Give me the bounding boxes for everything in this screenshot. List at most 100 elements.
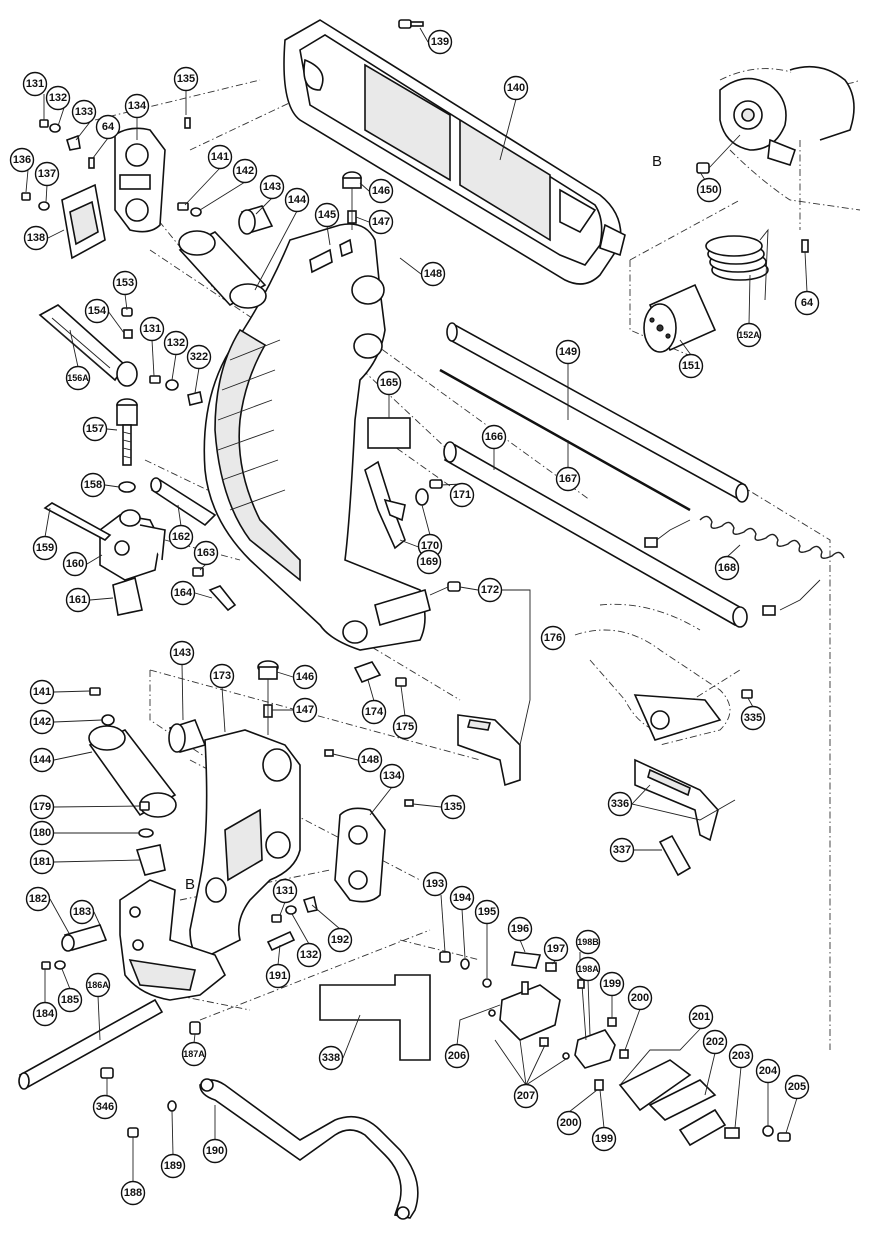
callout-number: 146 bbox=[296, 671, 314, 683]
callout-132: 132 bbox=[296, 942, 322, 968]
callout-191: 191 bbox=[265, 963, 291, 989]
pin-162 bbox=[150, 477, 217, 527]
callout-196: 196 bbox=[507, 916, 533, 942]
callout-135: 135 bbox=[440, 794, 466, 820]
callout-number: 159 bbox=[36, 542, 54, 554]
callout-number: 139 bbox=[431, 36, 449, 48]
callout-205: 205 bbox=[784, 1074, 810, 1100]
callout-number: 144 bbox=[33, 754, 52, 766]
lever-arm-190 bbox=[199, 1078, 419, 1220]
clamp-160 bbox=[99, 509, 166, 581]
base-bracket bbox=[119, 879, 227, 1001]
callout-number: 142 bbox=[33, 716, 51, 728]
callout-207: 207 bbox=[513, 1083, 539, 1109]
callout-190: 190 bbox=[202, 1138, 228, 1164]
bushing-151 bbox=[643, 283, 717, 353]
callout-number: 180 bbox=[33, 827, 51, 839]
callout-200: 200 bbox=[556, 1110, 582, 1136]
callout-146: 146 bbox=[368, 178, 394, 204]
callout-144: 144 bbox=[284, 187, 310, 213]
callout-number: 143 bbox=[263, 181, 281, 193]
callout-151: 151 bbox=[678, 353, 704, 379]
callout-136: 136 bbox=[9, 147, 35, 173]
callout-number: 133 bbox=[75, 106, 93, 118]
callout-157: 157 bbox=[82, 416, 108, 442]
callout-number: 132 bbox=[49, 92, 67, 104]
callout-132: 132 bbox=[163, 330, 189, 356]
callout-number: 193 bbox=[426, 878, 444, 890]
callout-number: 140 bbox=[507, 82, 525, 94]
callout-141: 141 bbox=[29, 679, 55, 705]
callout-number: 346 bbox=[96, 1101, 114, 1113]
callout-322: 322 bbox=[186, 344, 212, 370]
tube-144-lower bbox=[88, 725, 177, 818]
callout-64: 64 bbox=[794, 290, 820, 316]
callout-193: 193 bbox=[422, 871, 448, 897]
callout-number: 165 bbox=[380, 377, 398, 389]
callout-198A: 198A bbox=[575, 956, 601, 982]
callout-number: 131 bbox=[143, 323, 161, 335]
callout-number: 64 bbox=[102, 121, 115, 133]
callout-number: 158 bbox=[84, 479, 102, 491]
callout-181: 181 bbox=[29, 849, 55, 875]
callout-176: 176 bbox=[540, 625, 566, 651]
callout-number: 337 bbox=[613, 844, 631, 856]
housing-detail bbox=[574, 603, 753, 746]
callout-168: 168 bbox=[714, 555, 740, 581]
callout-number: 194 bbox=[453, 892, 472, 904]
callout-200: 200 bbox=[627, 985, 653, 1011]
callout-346: 346 bbox=[92, 1094, 118, 1120]
callout-134: 134 bbox=[124, 93, 150, 119]
callout-number: 199 bbox=[595, 1133, 613, 1145]
callout-141: 141 bbox=[207, 144, 233, 170]
callout-number: 162 bbox=[172, 531, 190, 543]
callout-number: 202 bbox=[706, 1036, 724, 1048]
callout-number: 151 bbox=[682, 360, 700, 372]
bracket-134-upper bbox=[114, 127, 166, 233]
callout-number: 141 bbox=[33, 686, 51, 698]
callout-156A: 156A bbox=[65, 365, 91, 391]
callout-206: 206 bbox=[444, 1043, 470, 1069]
callout-number: 131 bbox=[276, 885, 294, 897]
callout-number: 150 bbox=[700, 184, 718, 196]
callout-338: 338 bbox=[318, 1045, 344, 1071]
motor-housing bbox=[719, 65, 861, 230]
callout-number: 132 bbox=[300, 949, 318, 961]
callout-number: 147 bbox=[296, 704, 314, 716]
callout-number: 156A bbox=[67, 373, 89, 383]
callout-171: 171 bbox=[449, 482, 475, 508]
callout-158: 158 bbox=[80, 472, 106, 498]
callout-number: 198A bbox=[577, 964, 599, 974]
pivot-body bbox=[189, 729, 301, 961]
callout-number: 206 bbox=[448, 1050, 466, 1062]
callout-number: 201 bbox=[692, 1011, 710, 1023]
callout-335: 335 bbox=[740, 705, 766, 731]
callout-number: 322 bbox=[190, 351, 208, 363]
switch-assembly bbox=[439, 951, 791, 1147]
callout-131: 131 bbox=[139, 316, 165, 342]
callout-number: 164 bbox=[174, 587, 193, 599]
callout-152A: 152A bbox=[736, 322, 762, 348]
callout-number: 134 bbox=[383, 770, 402, 782]
callout-number: 167 bbox=[559, 473, 577, 485]
callout-173: 173 bbox=[209, 663, 235, 689]
callout-175: 175 bbox=[392, 714, 418, 740]
callout-160: 160 bbox=[62, 551, 88, 577]
callout-180: 180 bbox=[29, 820, 55, 846]
coil-cord bbox=[644, 515, 845, 616]
callout-140: 140 bbox=[503, 75, 529, 101]
callout-179: 179 bbox=[29, 794, 55, 820]
sleeve-143 bbox=[238, 205, 274, 235]
callout-number: 166 bbox=[485, 431, 503, 443]
guide-336 bbox=[634, 758, 719, 842]
reference-letter-b: B bbox=[652, 153, 662, 170]
callout-number: 336 bbox=[611, 798, 629, 810]
callout-number: 131 bbox=[26, 78, 44, 90]
callout-number: 145 bbox=[318, 209, 336, 221]
callout-164: 164 bbox=[170, 580, 196, 606]
rod-186A bbox=[18, 998, 164, 1090]
lever-169 bbox=[364, 460, 406, 550]
callout-138: 138 bbox=[23, 225, 49, 251]
callout-number: 200 bbox=[560, 1117, 578, 1129]
